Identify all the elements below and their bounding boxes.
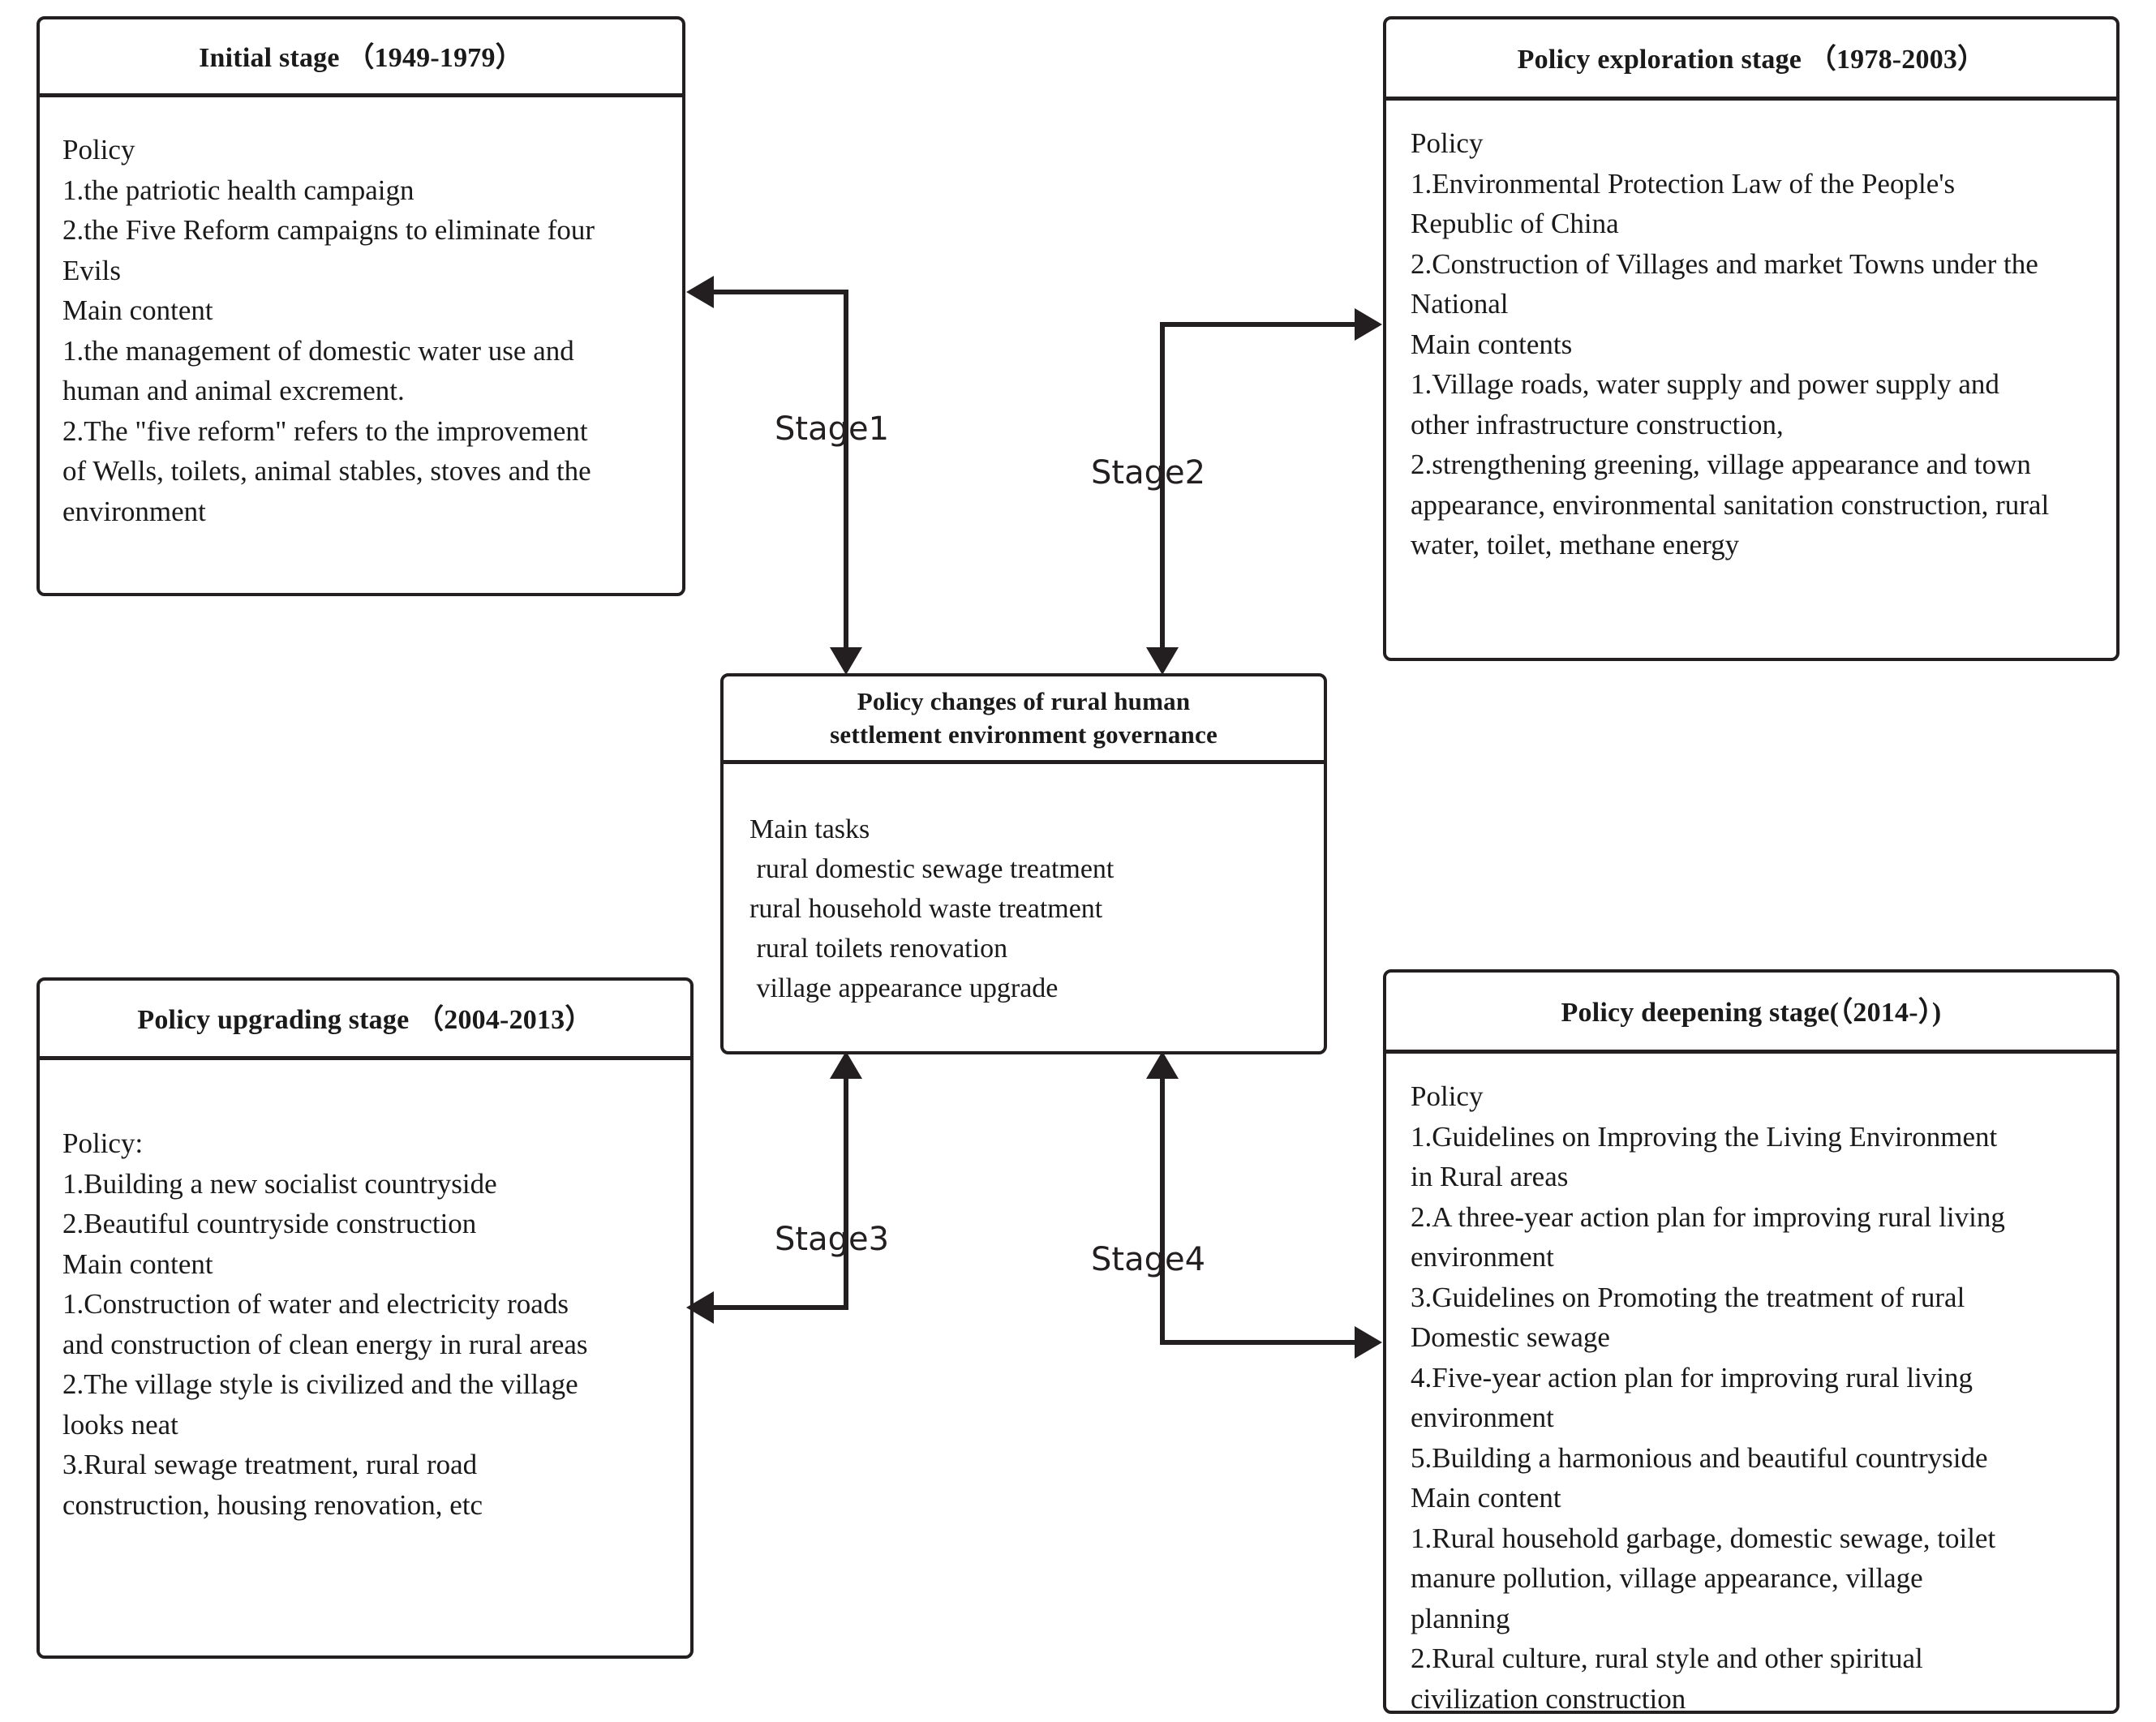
body-line: Main content — [1411, 1482, 1561, 1514]
stage3-arrowhead-left — [686, 1291, 714, 1324]
body-line: 2.The "five reform" refers to the improv… — [62, 414, 588, 447]
stage3-vertical-line — [844, 1071, 848, 1310]
body-line: 2.Beautiful countryside construction — [62, 1208, 477, 1239]
body-line: 1.the patriotic health campaign — [62, 174, 414, 206]
body-line: 2.Construction of Villages and market To… — [1411, 247, 2038, 280]
body-line: National — [1411, 288, 1509, 320]
stage2-label: Stage2 — [1091, 454, 1206, 492]
body-line: 1.the management of domestic water use a… — [62, 334, 574, 367]
body-line: 1.Environmental Protection Law of the Pe… — [1411, 167, 1956, 200]
body-line: appearance, environmental sanitation con… — [1411, 488, 2050, 521]
stage4-arrowhead-up — [1146, 1051, 1179, 1079]
body-line: and construction of clean energy in rura… — [62, 1328, 588, 1360]
box-policy-upgrading-stage-body: Policy: 1.Building a new socialist count… — [40, 1060, 690, 1525]
box-policy-changes-center[interactable]: Policy changes of rural human settlement… — [720, 673, 1327, 1054]
body-line: Policy — [1411, 127, 1484, 159]
body-line: Policy — [62, 134, 135, 165]
center-title-line-1: Policy changes of rural human — [857, 687, 1191, 715]
body-line: village appearance upgrade — [749, 973, 1059, 1003]
body-line: rural domestic sewage treatment — [749, 854, 1115, 884]
body-line: Policy — [1411, 1080, 1484, 1112]
body-line: 1.Rural household garbage, domestic sewa… — [1411, 1522, 1996, 1554]
body-line: planning — [1411, 1602, 1510, 1634]
body-line: Main tasks — [749, 814, 870, 844]
stage4-label: Stage4 — [1091, 1241, 1206, 1278]
box-policy-deepening-stage-title: Policy deepening stage(（2014-）) — [1386, 973, 2116, 1054]
box-policy-changes-center-body: Main tasks rural domestic sewage treatme… — [724, 764, 1324, 1008]
body-line: 2.strengthening greening, village appear… — [1411, 449, 2031, 480]
body-line: 1.Guidelines on Improving the Living Env… — [1411, 1120, 1998, 1153]
body-line: 1.Building a new socialist countryside — [62, 1167, 497, 1200]
body-line: 1.Construction of water and electricity … — [62, 1288, 569, 1320]
stage1-horizontal-line — [714, 290, 848, 294]
body-line: Policy: — [62, 1127, 144, 1159]
body-line: 2.The village style is civilized and the… — [62, 1368, 578, 1400]
stage2-arrowhead-right — [1355, 308, 1382, 341]
stage2-arrowhead-down — [1146, 647, 1179, 675]
stage1-arrowhead-down — [830, 647, 862, 675]
body-line: other infrastructure construction, — [1411, 408, 1784, 440]
box-policy-exploration-stage[interactable]: Policy exploration stage （1978-2003） Pol… — [1383, 16, 2119, 661]
body-line: water, toilet, methane energy — [1411, 529, 1740, 560]
stage2-vertical-line — [1160, 324, 1165, 657]
box-initial-stage[interactable]: Initial stage （1949-1979） Policy 1.the p… — [37, 16, 685, 596]
body-line: 2.the Five Reform campaigns to eliminate… — [62, 214, 595, 246]
stage3-label: Stage3 — [775, 1221, 890, 1258]
body-line: environment — [1411, 1241, 1554, 1273]
body-line: of Wells, toilets, animal stables, stove… — [62, 455, 591, 487]
stage1-label: Stage1 — [775, 410, 890, 448]
body-line: 3.Guidelines on Promoting the treatment … — [1411, 1281, 1965, 1313]
body-line: Main contents — [1411, 328, 1573, 360]
body-line: Domestic sewage — [1411, 1321, 1610, 1353]
body-line: looks neat — [62, 1408, 178, 1441]
body-line: Main content — [62, 1247, 213, 1280]
box-policy-deepening-stage-body: Policy 1.Guidelines on Improving the Liv… — [1386, 1054, 2116, 1719]
stage2-horizontal-line — [1160, 322, 1356, 327]
stage1-vertical-line — [844, 292, 848, 657]
body-line: environment — [62, 495, 206, 527]
body-line: rural toilets renovation — [749, 934, 1008, 964]
body-line: environment — [1411, 1402, 1554, 1433]
body-line: human and animal excrement. — [62, 375, 405, 406]
body-line: 4.Five-year action plan for improving ru… — [1411, 1361, 1973, 1393]
body-line: 1.Village roads, water supply and power … — [1411, 368, 1999, 400]
body-line: Evils — [62, 254, 121, 286]
box-initial-stage-body: Policy 1.the patriotic health campaign 2… — [40, 97, 682, 531]
box-policy-exploration-stage-title: Policy exploration stage （1978-2003） — [1386, 19, 2116, 101]
box-policy-deepening-stage[interactable]: Policy deepening stage(（2014-）) Policy 1… — [1383, 969, 2119, 1715]
stage4-arrowhead-right — [1355, 1326, 1382, 1359]
stage3-horizontal-line — [714, 1305, 848, 1310]
stage3-arrowhead-up — [830, 1051, 862, 1079]
box-policy-upgrading-stage[interactable]: Policy upgrading stage （2004-2013） Polic… — [37, 977, 694, 1659]
body-line: in Rural areas — [1411, 1161, 1569, 1192]
body-line: manure pollution, village appearance, vi… — [1411, 1562, 1923, 1594]
box-policy-upgrading-stage-title: Policy upgrading stage （2004-2013） — [40, 981, 690, 1060]
stage4-vertical-line — [1160, 1071, 1165, 1345]
box-policy-changes-center-title: Policy changes of rural human settlement… — [724, 676, 1324, 764]
body-line: 2.A three-year action plan for improving… — [1411, 1200, 2005, 1233]
body-line: civilization construction — [1411, 1682, 1686, 1715]
body-line: construction, housing renovation, etc — [62, 1488, 483, 1521]
stage4-horizontal-line — [1160, 1340, 1356, 1345]
body-line: Republic of China — [1411, 208, 1619, 239]
body-line: 2.Rural culture, rural style and other s… — [1411, 1643, 1923, 1674]
body-line: Main content — [62, 294, 213, 326]
body-line: rural household waste treatment — [749, 894, 1103, 924]
center-title-line-2: settlement environment governance — [830, 720, 1218, 749]
box-policy-exploration-stage-body: Policy 1.Environmental Protection Law of… — [1386, 101, 2116, 565]
box-initial-stage-title: Initial stage （1949-1979） — [40, 19, 682, 97]
body-line: 5.Building a harmonious and beautiful co… — [1411, 1441, 1988, 1474]
body-line: 3.Rural sewage treatment, rural road — [62, 1449, 478, 1480]
stage1-arrowhead-left — [686, 276, 714, 308]
